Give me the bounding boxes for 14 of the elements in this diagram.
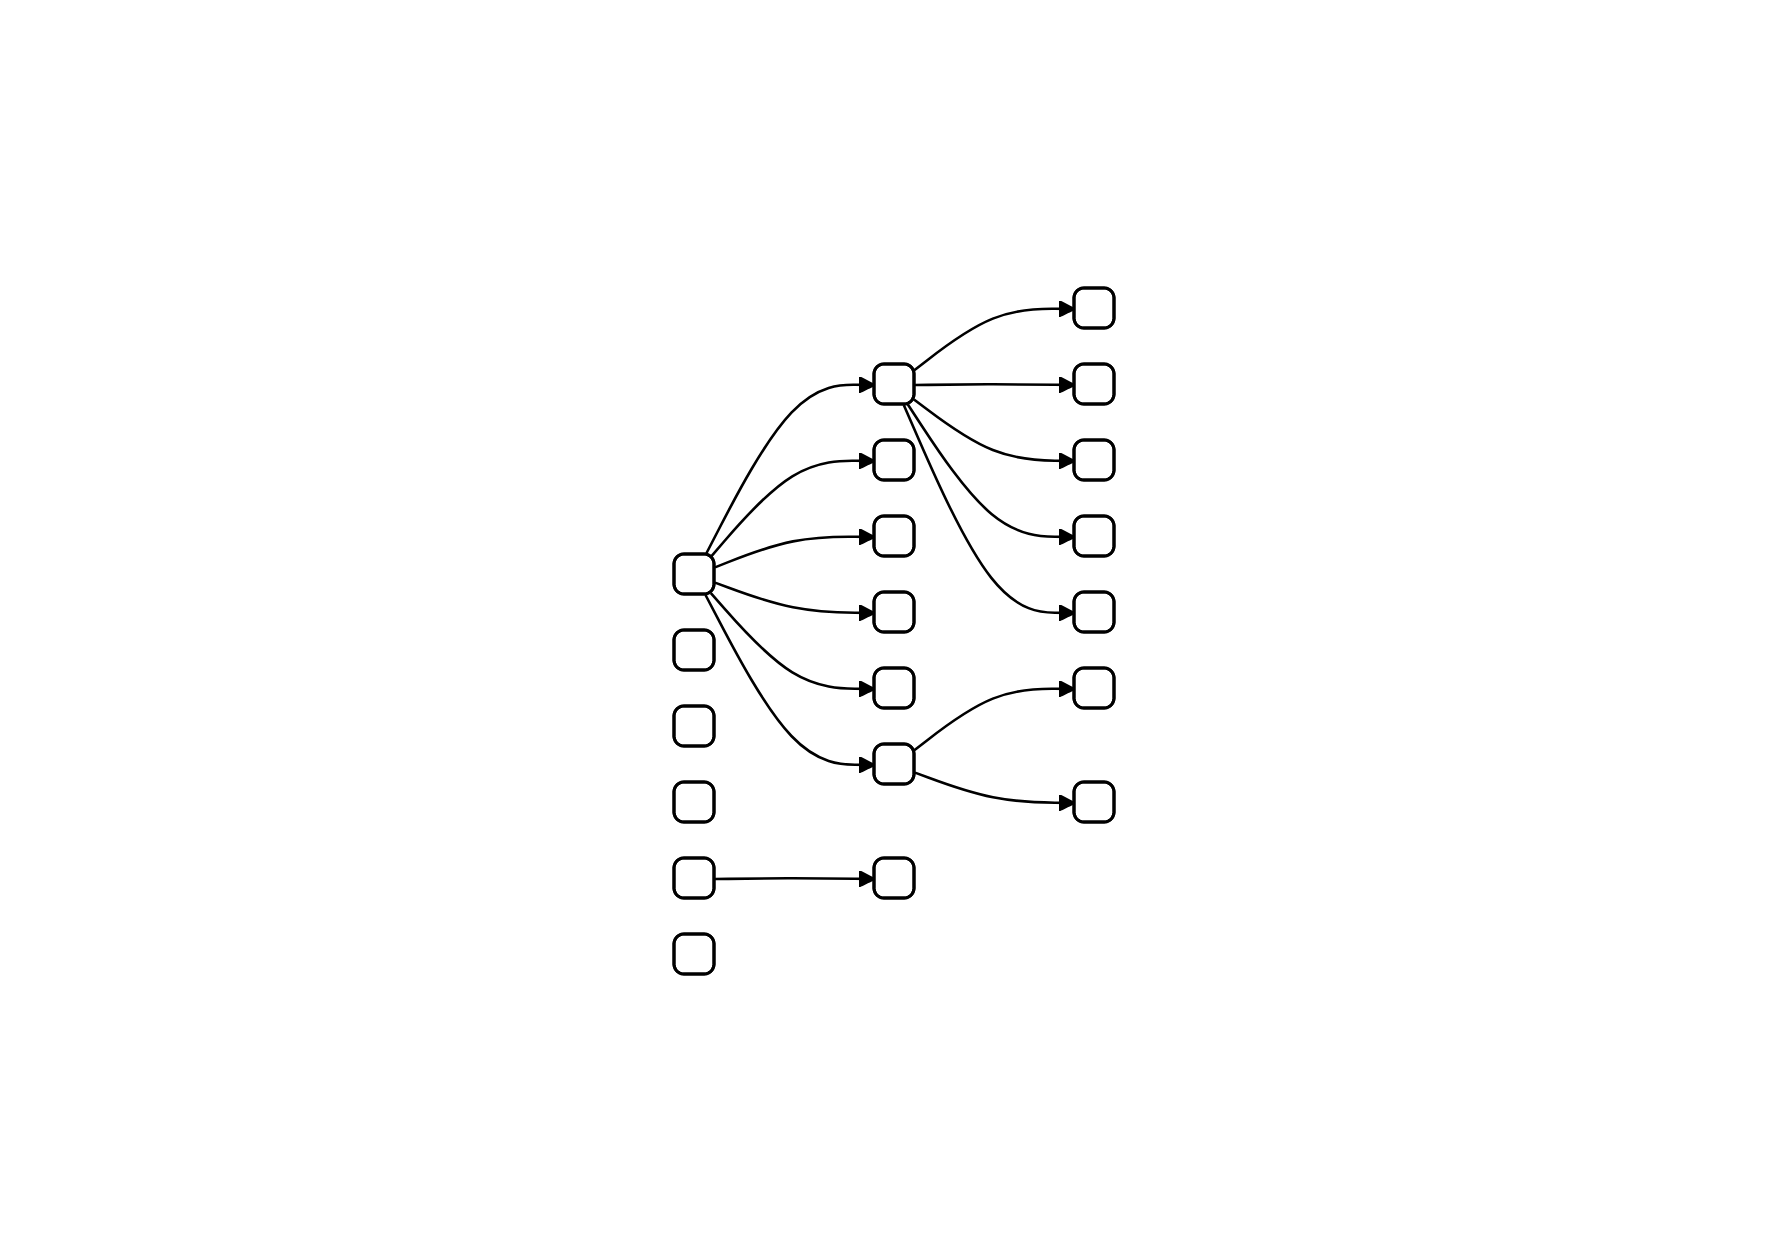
- arrow: [901, 403, 1075, 621]
- arrow: [703, 375, 875, 555]
- arrow: [714, 869, 875, 887]
- arrow: [703, 593, 875, 773]
- arrow: [913, 770, 1075, 811]
- arrow: [905, 402, 1075, 545]
- arrow: [708, 591, 875, 697]
- arrow: [912, 397, 1075, 469]
- arrow: [708, 451, 875, 557]
- arrow: [912, 299, 1075, 371]
- arrow: [713, 580, 875, 621]
- arrow: [912, 679, 1075, 751]
- arrow: [713, 527, 875, 568]
- arrow: [914, 375, 1075, 393]
